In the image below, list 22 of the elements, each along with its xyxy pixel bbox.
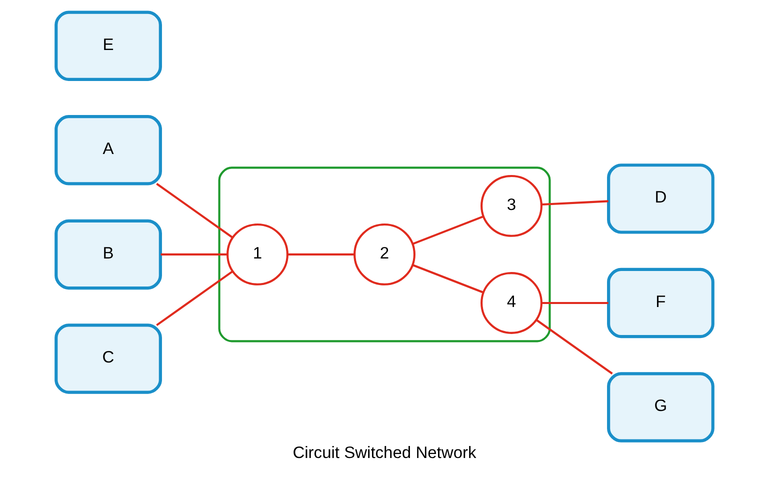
node-box: E <box>54 10 162 81</box>
connector <box>541 302 608 304</box>
connector <box>535 319 612 374</box>
node-circle: 2 <box>353 223 415 286</box>
cluster <box>218 166 550 342</box>
node-box: G <box>606 372 714 442</box>
node-circle: 3 <box>480 174 542 237</box>
node-box: B <box>54 219 162 290</box>
connector <box>156 270 233 326</box>
connector <box>287 253 354 256</box>
node-box: F <box>606 268 714 338</box>
connector <box>156 182 233 238</box>
node-box: D <box>606 164 714 234</box>
connector <box>541 200 608 206</box>
node-box: C <box>54 324 162 394</box>
caption: Circuit Switched Network <box>292 443 476 462</box>
node-box: A <box>54 115 162 186</box>
connector <box>412 215 484 245</box>
connector <box>160 253 228 256</box>
connector <box>412 264 484 294</box>
node-circle: 1 <box>226 223 288 286</box>
node-circle: 4 <box>480 272 542 334</box>
